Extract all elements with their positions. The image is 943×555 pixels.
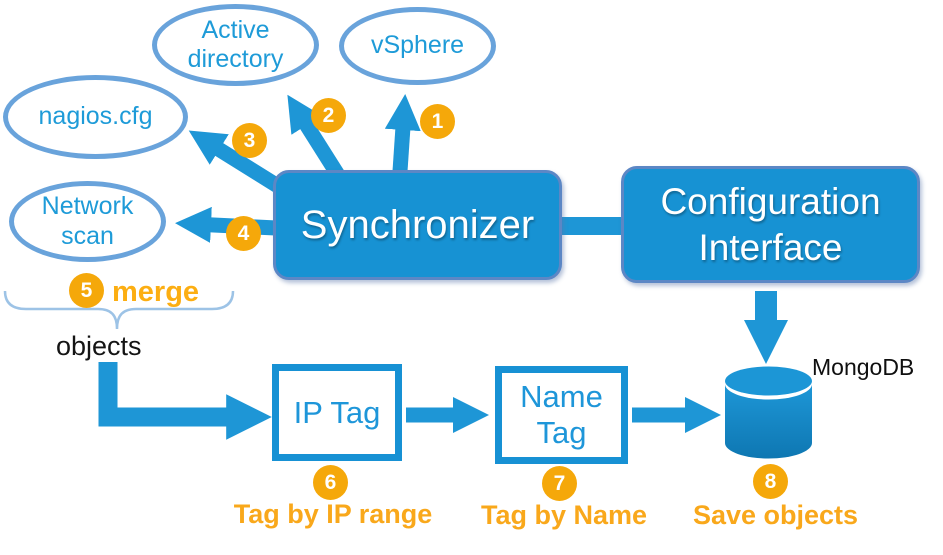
name-tag-label: Name Tag bbox=[520, 379, 603, 450]
source-nagios-cfg: nagios.cfg bbox=[3, 75, 188, 159]
ip-tag-label: IP Tag bbox=[293, 394, 381, 430]
configuration-interface-box: Configuration Interface bbox=[621, 166, 920, 283]
caption-save-objects: Save objects bbox=[692, 500, 859, 530]
synchronizer-box: Synchronizer bbox=[273, 170, 562, 280]
step-badge-6: 6 bbox=[313, 465, 348, 500]
source-network-scan: Network scan bbox=[9, 181, 166, 262]
step-badge-1-number: 1 bbox=[431, 109, 444, 133]
step-badge-6-number: 6 bbox=[324, 470, 337, 494]
source-nagios-cfg-label: nagios.cfg bbox=[38, 102, 153, 131]
source-vsphere-label: vSphere bbox=[370, 31, 465, 60]
objects-label: objects bbox=[56, 331, 142, 361]
step-badge-5-number: 5 bbox=[80, 278, 93, 302]
ip-tag-box: IP Tag bbox=[272, 364, 402, 461]
merge-label: merge bbox=[112, 276, 200, 308]
caption-tag-by-ip-range: Tag by IP range bbox=[233, 499, 433, 529]
source-network-scan-label: Network scan bbox=[41, 192, 134, 250]
synchronizer-label: Synchronizer bbox=[300, 202, 535, 247]
step-badge-3-number: 3 bbox=[243, 128, 256, 152]
step-badge-1: 1 bbox=[420, 104, 455, 139]
caption-tag-by-name: Tag by Name bbox=[480, 500, 648, 530]
name-tag-box: Name Tag bbox=[495, 366, 628, 464]
configuration-interface-label: Configuration Interface bbox=[660, 181, 881, 268]
step-badge-2: 2 bbox=[311, 98, 346, 133]
step-badge-8-number: 8 bbox=[764, 469, 777, 493]
step-badge-7-number: 7 bbox=[553, 471, 566, 495]
mongodb-label: MongoDB bbox=[812, 354, 915, 380]
sync-config-connector bbox=[558, 217, 624, 235]
source-active-directory-label: Active directory bbox=[187, 15, 284, 74]
step-badge-3: 3 bbox=[232, 123, 267, 158]
step-badge-7: 7 bbox=[542, 466, 577, 501]
merge-brace-icon bbox=[3, 290, 235, 330]
source-active-directory: Active directory bbox=[152, 4, 319, 86]
mongodb-cylinder-icon bbox=[725, 366, 812, 459]
step-badge-8: 8 bbox=[753, 464, 788, 499]
step-badge-4: 4 bbox=[226, 216, 261, 251]
step-badge-2-number: 2 bbox=[322, 103, 335, 127]
step-badge-4-number: 4 bbox=[237, 221, 250, 245]
source-vsphere: vSphere bbox=[339, 7, 496, 85]
arrow-objects-to-ip-tag-icon bbox=[98, 362, 272, 440]
step-badge-5: 5 bbox=[69, 273, 104, 308]
